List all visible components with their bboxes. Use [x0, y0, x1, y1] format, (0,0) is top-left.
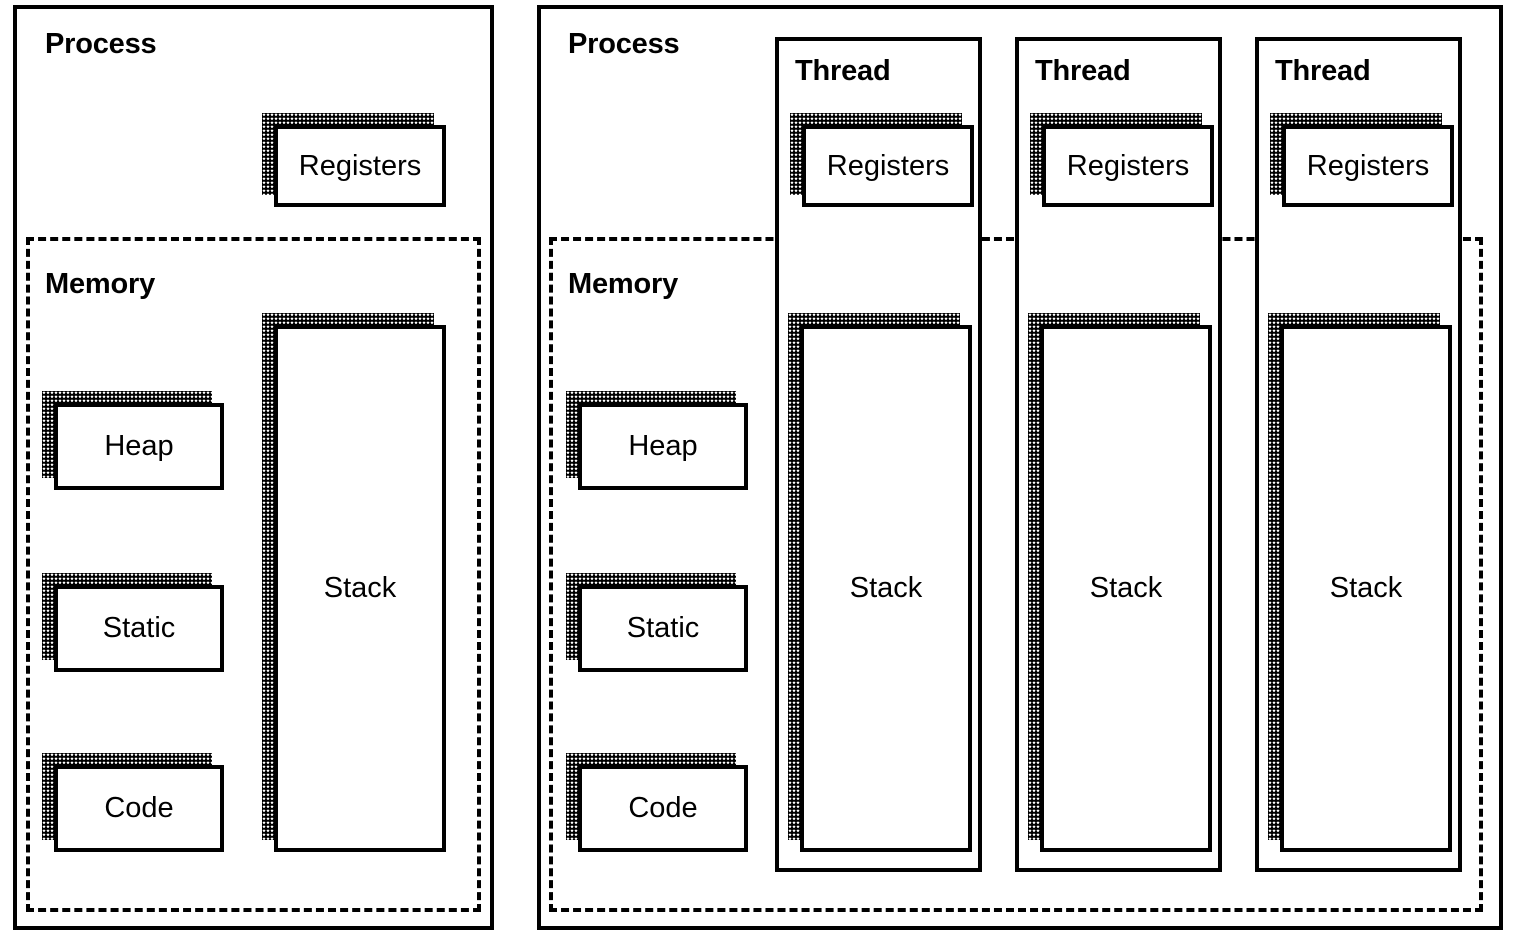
registers-label: Registers	[1066, 149, 1190, 182]
box-face: Code	[578, 765, 748, 852]
registers-box-thread-1: Registers	[790, 113, 974, 207]
heap-box-single: Heap	[42, 391, 224, 490]
thread-label-2: Thread	[1035, 55, 1131, 87]
stack-box-single: Stack	[262, 313, 446, 852]
stack-label: Stack	[1089, 572, 1163, 604]
box-face: Registers	[802, 125, 974, 207]
registers-box-single: Registers	[262, 113, 446, 207]
box-face: Heap	[54, 403, 224, 490]
stack-label: Stack	[323, 572, 397, 604]
box-face: Registers	[274, 125, 446, 207]
registers-label: Registers	[298, 149, 422, 182]
code-box-multi: Code	[566, 753, 748, 852]
static-box-multi: Static	[566, 573, 748, 672]
code-label: Code	[104, 792, 174, 824]
box-face: Registers	[1042, 125, 1214, 207]
box-face: Code	[54, 765, 224, 852]
box-face: Stack	[800, 325, 972, 852]
box-face: Static	[578, 585, 748, 672]
stack-box-thread-2: Stack	[1028, 313, 1212, 852]
memory-label-multi: Memory	[568, 268, 678, 300]
heap-box-multi: Heap	[566, 391, 748, 490]
registers-label: Registers	[1306, 149, 1430, 182]
code-box-single: Code	[42, 753, 224, 852]
thread-label-3: Thread	[1275, 55, 1371, 87]
memory-region-single	[26, 237, 481, 912]
process-label-multi: Process	[568, 28, 680, 60]
box-face: Stack	[274, 325, 446, 852]
stack-label: Stack	[849, 572, 923, 604]
heap-label: Heap	[628, 430, 698, 462]
box-face: Registers	[1282, 125, 1454, 207]
static-box-single: Static	[42, 573, 224, 672]
heap-label: Heap	[104, 430, 174, 462]
stack-label: Stack	[1329, 572, 1403, 604]
code-label: Code	[628, 792, 698, 824]
stack-box-thread-1: Stack	[788, 313, 972, 852]
box-face: Stack	[1280, 325, 1452, 852]
thread-label-1: Thread	[795, 55, 891, 87]
memory-label-single: Memory	[45, 268, 155, 300]
registers-box-thread-2: Registers	[1030, 113, 1214, 207]
static-label: Static	[102, 612, 176, 644]
box-face: Stack	[1040, 325, 1212, 852]
registers-box-thread-3: Registers	[1270, 113, 1454, 207]
box-face: Static	[54, 585, 224, 672]
static-label: Static	[626, 612, 700, 644]
box-face: Heap	[578, 403, 748, 490]
registers-label: Registers	[826, 149, 950, 182]
process-label-single: Process	[45, 28, 157, 60]
stack-box-thread-3: Stack	[1268, 313, 1452, 852]
